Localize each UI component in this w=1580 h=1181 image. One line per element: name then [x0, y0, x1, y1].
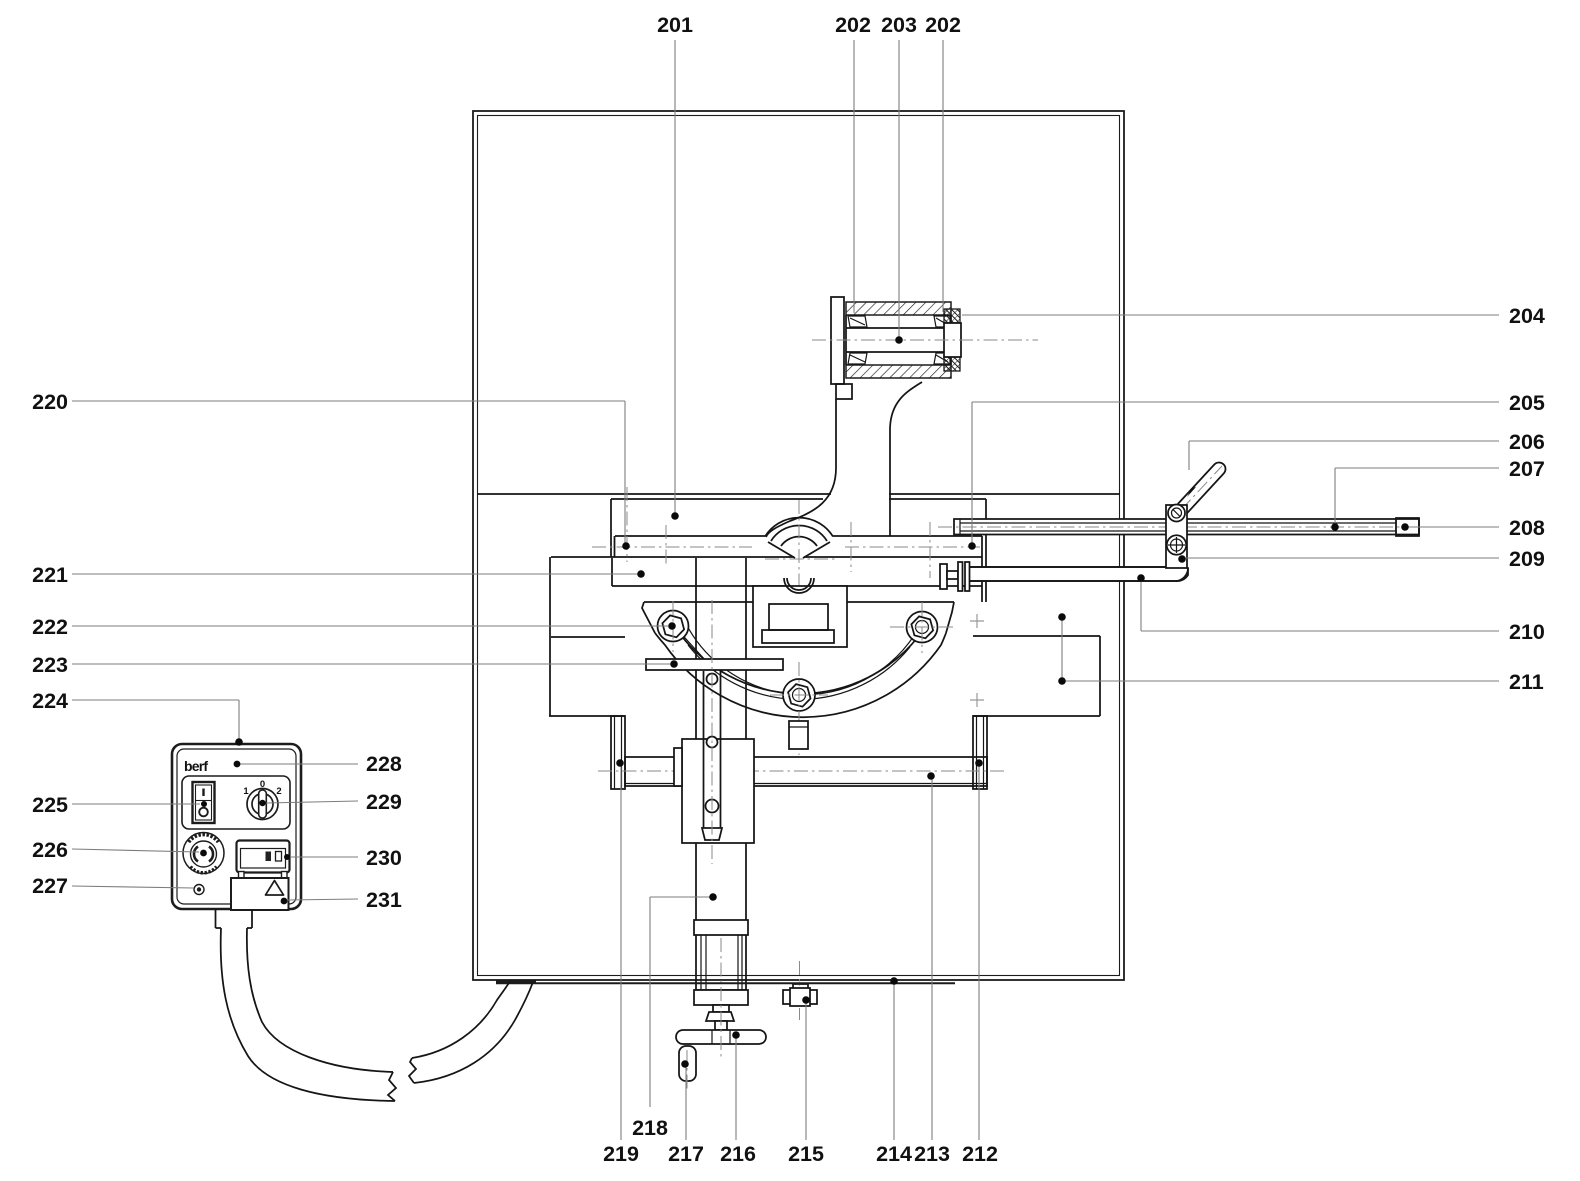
svg-text:215: 215 — [788, 1142, 824, 1166]
svg-text:1: 1 — [243, 786, 249, 797]
svg-text:2: 2 — [276, 786, 281, 797]
svg-text:221: 221 — [32, 563, 68, 587]
svg-text:210: 210 — [1509, 620, 1545, 644]
svg-text:205: 205 — [1509, 391, 1545, 415]
svg-text:218: 218 — [632, 1116, 668, 1140]
svg-text:217: 217 — [668, 1142, 704, 1166]
svg-text:224: 224 — [32, 689, 68, 713]
svg-text:227: 227 — [32, 874, 68, 898]
svg-text:201: 201 — [657, 13, 693, 37]
svg-text:223: 223 — [32, 653, 68, 677]
svg-text:209: 209 — [1509, 547, 1545, 571]
svg-text:202: 202 — [925, 13, 961, 37]
svg-text:214: 214 — [876, 1142, 912, 1166]
svg-text:206: 206 — [1509, 430, 1545, 454]
svg-text:204: 204 — [1509, 304, 1545, 328]
svg-text:0: 0 — [260, 779, 265, 790]
svg-text:213: 213 — [914, 1142, 950, 1166]
svg-text:216: 216 — [720, 1142, 756, 1166]
svg-text:212: 212 — [962, 1142, 998, 1166]
svg-text:203: 203 — [881, 13, 917, 37]
svg-text:211: 211 — [1509, 670, 1544, 694]
svg-text:202: 202 — [835, 13, 871, 37]
svg-text:220: 220 — [32, 390, 68, 414]
svg-text:230: 230 — [366, 846, 402, 870]
svg-text:berf: berf — [184, 758, 208, 774]
svg-text:225: 225 — [32, 793, 68, 817]
svg-text:207: 207 — [1509, 457, 1545, 481]
svg-text:226: 226 — [32, 838, 68, 862]
svg-text:228: 228 — [366, 752, 402, 776]
svg-text:208: 208 — [1509, 516, 1545, 540]
svg-text:222: 222 — [32, 615, 68, 639]
svg-text:231: 231 — [366, 888, 402, 912]
svg-text:229: 229 — [366, 790, 402, 814]
svg-text:219: 219 — [603, 1142, 639, 1166]
